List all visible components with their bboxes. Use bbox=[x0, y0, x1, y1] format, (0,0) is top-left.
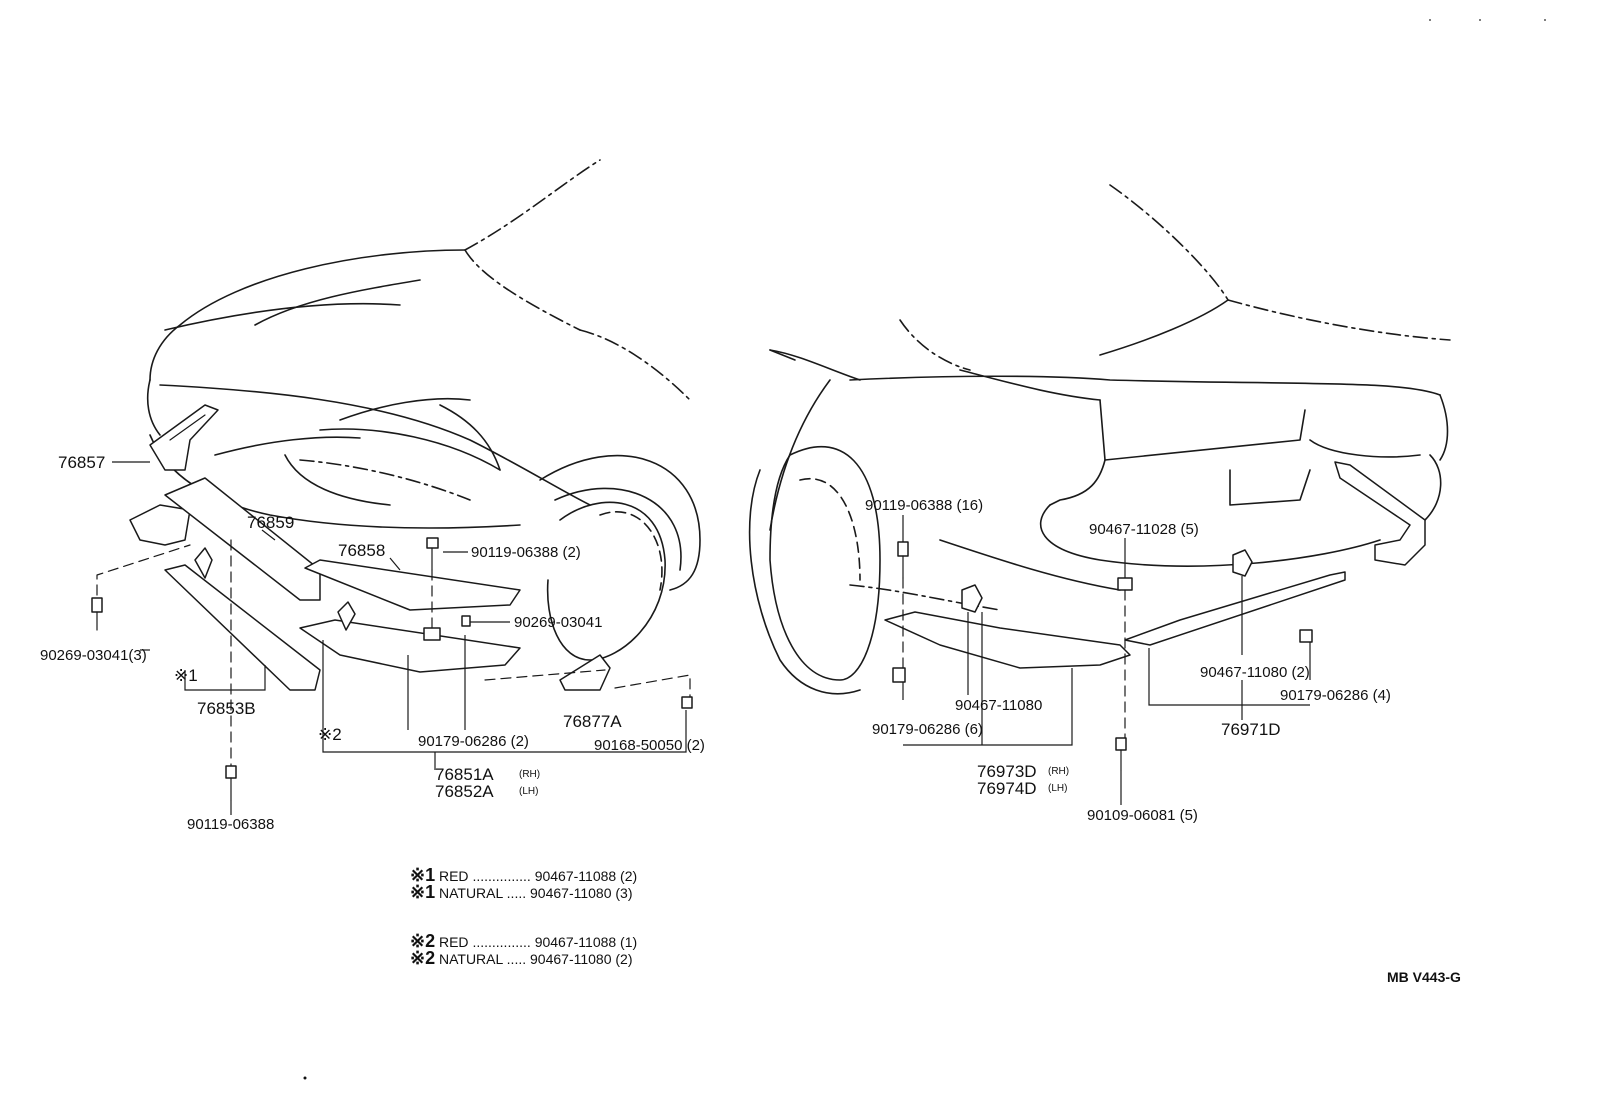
legend-mark: ※1 bbox=[410, 865, 436, 885]
label-76853B: 76853B bbox=[197, 699, 256, 718]
part-76971D-shape bbox=[1124, 571, 1346, 646]
label-76857: 76857 bbox=[58, 453, 106, 472]
legend-mark: ※2 bbox=[410, 931, 436, 951]
legend-mark: ※2 bbox=[410, 948, 436, 968]
front-parts bbox=[91, 404, 693, 815]
label-76973D: 76973D bbox=[977, 762, 1037, 781]
legend-color: RED bbox=[438, 868, 469, 884]
label-76859: 76859 bbox=[247, 513, 295, 532]
label-90119-06388-16: 90119-06388 (16) bbox=[865, 497, 984, 514]
part-76853B-shape bbox=[164, 564, 321, 691]
legend-dots: ............... bbox=[472, 868, 531, 884]
label-76852A: 76852A bbox=[435, 782, 494, 801]
label-76852A-lh: (LH) bbox=[519, 786, 539, 797]
label-76851A: 76851A bbox=[435, 765, 494, 784]
legend-color: RED bbox=[438, 934, 469, 950]
legend-part: 90467-11080 (3) bbox=[530, 885, 633, 901]
legend-color: NATURAL bbox=[438, 951, 503, 967]
label-90269-03041: 90269-03041 bbox=[514, 614, 603, 631]
label-90168-50050-2: 90168-50050 (2) bbox=[594, 737, 705, 754]
label-90269-03041-3: 90269-03041(3) bbox=[40, 647, 147, 664]
label-mark1: ※1 bbox=[174, 666, 198, 685]
label-76877A: 76877A bbox=[563, 712, 622, 731]
legend-row-3: ※2 RED ............... 90467-11088 (1) bbox=[410, 932, 637, 950]
label-76973D-rh: (RH) bbox=[1048, 766, 1070, 777]
part-76859-shape bbox=[164, 477, 321, 601]
label-76974D-lh: (LH) bbox=[1048, 783, 1068, 794]
label-90119-06388-2: 90119-06388 (2) bbox=[471, 544, 581, 561]
legend-dots: ..... bbox=[506, 951, 527, 967]
legend-dots: ..... bbox=[506, 885, 527, 901]
part-76858-shape bbox=[304, 559, 521, 611]
label-90179-06286-6: 90179-06286 (6) bbox=[872, 721, 983, 738]
front-car-outline bbox=[146, 159, 701, 661]
part-76851A-shape bbox=[299, 619, 521, 673]
label-90467-11080-2: 90467-11080 (2) bbox=[1200, 664, 1310, 681]
legend-row-4: ※2 NATURAL ..... 90467-11080 (2) bbox=[410, 949, 633, 967]
legend-part: 90467-11088 (2) bbox=[534, 868, 638, 884]
legend-part: 90467-11080 (2) bbox=[530, 951, 633, 967]
label-90179-06286-2: 90179-06286 (2) bbox=[418, 733, 529, 750]
part-76877A-shape bbox=[559, 654, 611, 691]
label-90467-11028-5: 90467-11028 (5) bbox=[1089, 521, 1199, 538]
legend-color: NATURAL bbox=[438, 885, 503, 901]
label-76971D: 76971D bbox=[1221, 720, 1281, 739]
legend-dots: ............... bbox=[472, 934, 531, 950]
label-90179-06286-4: 90179-06286 (4) bbox=[1280, 687, 1391, 704]
legend-row-1: ※1 RED ............... 90467-11088 (2) bbox=[410, 866, 637, 884]
label-76974D: 76974D bbox=[977, 779, 1037, 798]
rear-car-outline bbox=[748, 184, 1451, 695]
label-76851A-rh: (RH) bbox=[519, 769, 541, 780]
part-rear-bracket-shape bbox=[1334, 461, 1426, 566]
label-90119-06388: 90119-06388 bbox=[187, 816, 275, 833]
legend-row-2: ※1 NATURAL ..... 90467-11080 (3) bbox=[410, 883, 633, 901]
rear-parts bbox=[884, 461, 1426, 805]
label-90467-11080: 90467-11080 bbox=[955, 697, 1043, 714]
legend-mark: ※1 bbox=[410, 882, 436, 902]
part-76973D-shape bbox=[884, 611, 1131, 669]
label-76858: 76858 bbox=[338, 541, 386, 560]
label-90109-06081-5: 90109-06081 (5) bbox=[1087, 807, 1198, 824]
scan-specks bbox=[303, 19, 1546, 1080]
reference-code: MB V443-G bbox=[1387, 969, 1461, 985]
legend-part: 90467-11088 (1) bbox=[534, 934, 638, 950]
part-76857-shape bbox=[149, 404, 219, 471]
label-mark2: ※2 bbox=[318, 725, 342, 744]
